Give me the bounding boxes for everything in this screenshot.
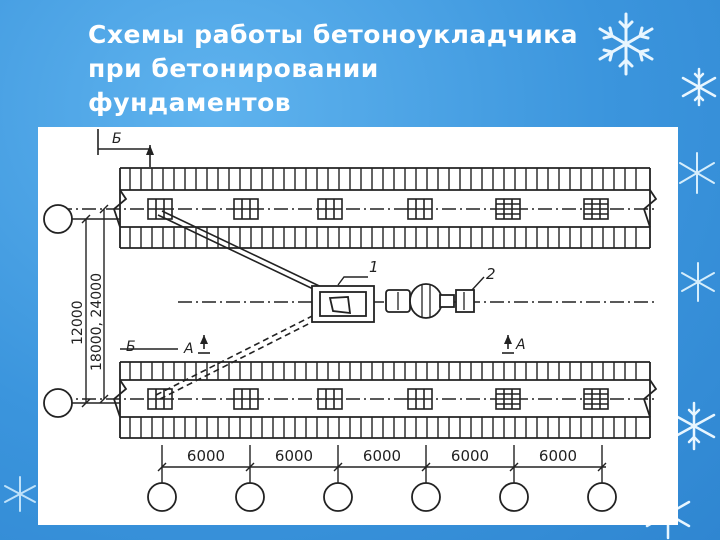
foundation-block: [147, 198, 173, 220]
title-line-2: при бетонировании: [88, 54, 379, 83]
bay-dimension-label: 6000: [187, 447, 225, 465]
scheme-canvas: 1 2 Б Б А А: [43, 129, 658, 512]
section-label-a-left: А: [183, 341, 194, 357]
callout-2: 2: [486, 265, 496, 283]
axis-bubble: [499, 482, 529, 512]
slide-title: Схемы работы бетоноукладчика при бетонир…: [88, 18, 648, 120]
foundation-block: [583, 388, 609, 410]
snowflake-icon: [679, 152, 715, 194]
title-line-3: фундаментов: [88, 88, 292, 117]
bay-dimension-label: 6000: [363, 447, 401, 465]
snowflake-icon: [598, 12, 654, 76]
bay-dimension-label: 6000: [539, 447, 577, 465]
axis-bubble: [235, 482, 265, 512]
bay-dimension-label: 6000: [451, 447, 489, 465]
foundation-block: [495, 388, 521, 410]
dim-12000: 12000: [70, 300, 86, 345]
foundation-scheme-drawing: 1 2 Б Б А А: [38, 127, 678, 525]
bay-dimension-label: 6000: [275, 447, 313, 465]
title-line-1: Схемы работы бетоноукладчика: [88, 20, 579, 49]
axis-bubble: [587, 482, 617, 512]
axis-bubble: [411, 482, 441, 512]
foundation-block: [233, 198, 259, 220]
section-label-b-top: Б: [112, 131, 122, 147]
section-label-a-right: А: [515, 337, 526, 353]
callout-1: 1: [369, 258, 379, 276]
axis-bubble: [147, 482, 177, 512]
dim-18000-24000: 18000, 24000: [89, 273, 105, 371]
foundation-block: [583, 198, 609, 220]
snowflake-icon: [681, 262, 715, 302]
axis-bubble: [323, 482, 353, 512]
foundation-block: [317, 198, 343, 220]
snowflake-icon: [672, 401, 716, 451]
section-label-b-left: Б: [126, 339, 136, 355]
foundation-block: [233, 388, 259, 410]
foundation-block: [317, 388, 343, 410]
snowflake-icon: [4, 476, 36, 512]
snowflake-icon: [681, 67, 717, 107]
foundation-block: [407, 388, 433, 410]
foundation-block: [495, 198, 521, 220]
foundation-block: [407, 198, 433, 220]
